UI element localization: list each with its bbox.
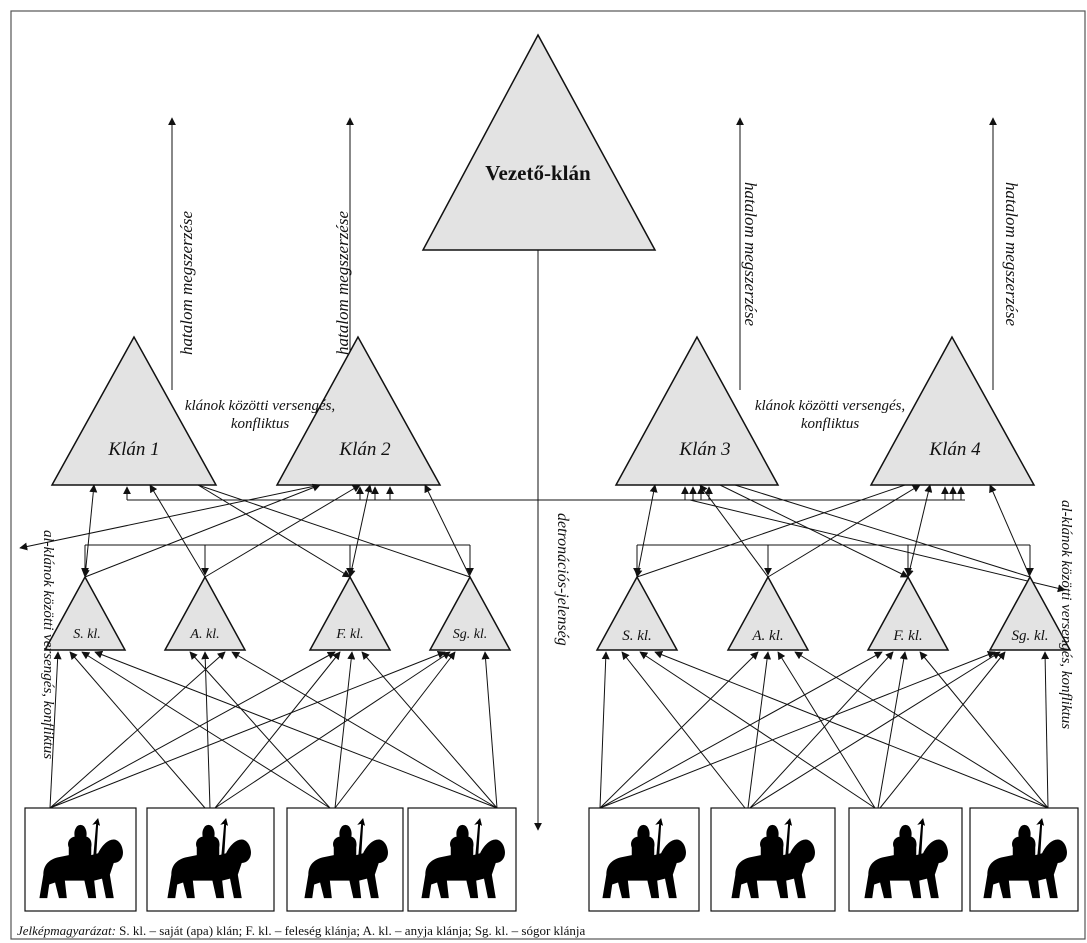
rider-box-5 xyxy=(588,807,700,912)
subclan-right-label-4: Sg. kl. xyxy=(1011,628,1048,644)
subclan-left-label-2: A. kl. xyxy=(189,627,219,642)
subclan-right-sg xyxy=(988,575,1072,651)
subclan-right-f xyxy=(866,575,950,651)
subclan-right-a xyxy=(726,575,810,651)
leader-clan-label: Vezető-klán xyxy=(485,161,591,185)
subclan-left-s xyxy=(43,575,127,651)
clan-3-triangle xyxy=(614,335,780,486)
clan-2-label: Klán 2 xyxy=(338,439,391,460)
rider-box-4 xyxy=(407,807,517,912)
leader-clan-triangle xyxy=(421,33,657,251)
power-label-3: hatalom megszerzése xyxy=(741,182,760,326)
conflict-label-right-2: konfliktus xyxy=(801,416,859,432)
power-label-1: hatalom megszerzése xyxy=(177,211,196,355)
legend: Jelképmagyarázat: S. kl. – saját (apa) k… xyxy=(17,923,586,938)
subclan-left-sg xyxy=(428,575,512,651)
rider-box-1 xyxy=(24,807,137,912)
clan-4-triangle xyxy=(869,335,1036,486)
rider-box-6 xyxy=(710,807,836,912)
conflict-label-left-2: konfliktus xyxy=(231,416,289,432)
subclan-conflict-label-right: al-klánok közötti versengés, konfliktus xyxy=(1058,500,1074,729)
clan-4-label: Klán 4 xyxy=(928,439,981,460)
clan-1-triangle xyxy=(50,335,218,486)
power-label-4: hatalom megszerzése xyxy=(1002,182,1021,326)
diagram-frame xyxy=(10,10,1086,940)
rider-box-2 xyxy=(146,807,275,912)
subclan-left-label-4: Sg. kl. xyxy=(453,627,488,642)
dethronement-label: detronációs-jelenség xyxy=(554,513,571,646)
subclan-right-s xyxy=(595,575,679,651)
legend-text: S. kl. – saját (apa) klán; F. kl. – fele… xyxy=(116,923,586,938)
rider-box-7 xyxy=(848,807,963,912)
conflict-label-right-1: klánok közötti versengés, xyxy=(755,398,905,414)
subclan-left-label-3: F. kl. xyxy=(335,627,363,642)
subclan-left-f xyxy=(308,575,392,651)
rider-box-3 xyxy=(286,807,404,912)
subclan-right-label-2: A. kl. xyxy=(751,628,783,644)
subclan-left-a xyxy=(163,575,247,651)
subclan-right-label-3: F. kl. xyxy=(892,628,922,644)
power-label-2: hatalom megszerzése xyxy=(333,211,352,355)
subclan-conflict-label-left: al-klánok közötti versengés, konfliktus xyxy=(40,530,56,759)
subclan-left-label-1: S. kl. xyxy=(73,627,101,642)
clan-3-label: Klán 3 xyxy=(678,439,730,460)
legend-title: Jelképmagyarázat: xyxy=(17,923,116,938)
subclan-right-label-1: S. kl. xyxy=(622,628,652,644)
rider-box-8 xyxy=(969,807,1079,912)
conflict-label-left-1: klánok közötti versengés, xyxy=(185,398,335,414)
clan-1-label: Klán 1 xyxy=(107,439,159,460)
